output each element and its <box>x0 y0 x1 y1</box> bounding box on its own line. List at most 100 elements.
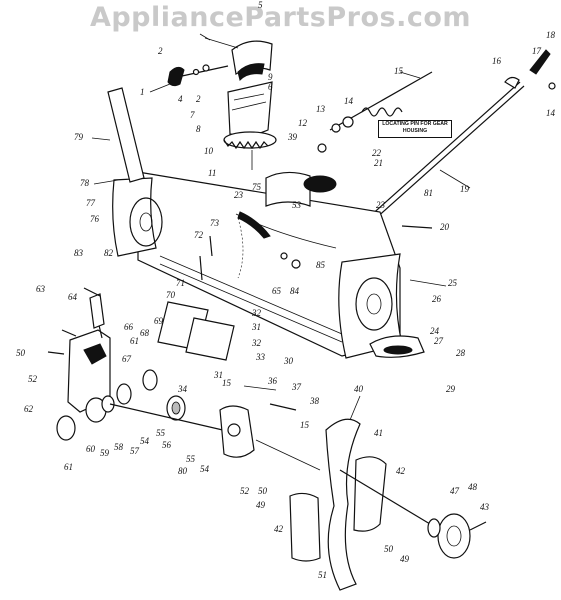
part-label: 55 <box>186 454 196 464</box>
part-label: 84 <box>290 286 300 296</box>
part-label: 76 <box>90 214 100 224</box>
part-label: 38 <box>309 396 320 406</box>
part-label: 2 <box>158 46 163 56</box>
part-label: 82 <box>104 248 114 258</box>
part-label: 39 <box>287 132 298 142</box>
part-label: 20 <box>440 222 450 232</box>
part-label: 15 <box>300 420 310 430</box>
part-label: 63 <box>36 284 46 294</box>
part-label: 67 <box>122 354 132 364</box>
part-label: 58 <box>114 442 124 452</box>
part-label: 85 <box>316 260 326 270</box>
part-label: 22 <box>372 148 382 158</box>
part-label: 53 <box>292 200 302 210</box>
gear-housing-left <box>67 293 111 413</box>
part-label: 14 <box>344 96 354 106</box>
part-label: 16 <box>492 56 502 66</box>
part-label: 17 <box>532 46 542 56</box>
part-label: 8 <box>196 124 201 134</box>
part-label: 71 <box>176 278 185 288</box>
part-label: 29 <box>446 384 456 394</box>
part-label: 64 <box>68 292 78 302</box>
part-label: 2 <box>196 94 201 104</box>
part-label: 34 <box>177 384 188 394</box>
part-label: 42 <box>396 466 406 476</box>
shave-plate <box>369 335 425 358</box>
part-label: 13 <box>316 104 326 114</box>
part-label: 25 <box>448 278 458 288</box>
part-label: 41 <box>374 428 383 438</box>
part-label: 5 <box>258 0 263 10</box>
part-label: 51 <box>318 570 327 580</box>
part-label: 24 <box>430 326 440 336</box>
part-label: 1 <box>140 87 145 97</box>
part-label: 10 <box>204 146 214 156</box>
handle-bracket <box>107 87 145 183</box>
auger-gearcase <box>219 405 321 471</box>
part-label: 60 <box>86 444 96 454</box>
part-label: 49 <box>256 500 266 510</box>
auger-housing <box>112 171 403 359</box>
part-label: 61 <box>130 336 139 346</box>
fasteners <box>47 225 433 411</box>
part-label: 7 <box>190 110 195 120</box>
chute-crank-rod <box>349 49 556 237</box>
part-label: 26 <box>432 294 442 304</box>
part-label: 42 <box>274 524 284 534</box>
discharge-chute <box>223 81 277 170</box>
part-label: 6 <box>268 82 273 92</box>
locating-pin-note: LOCATING PIN FOR GEAR HOUSING <box>378 120 452 138</box>
chute-deflector <box>199 33 273 81</box>
part-label: 50 <box>384 544 394 554</box>
part-label: 23 <box>376 200 386 210</box>
part-label: 36 <box>267 376 278 386</box>
part-label: 31 <box>213 370 223 380</box>
part-label: 40 <box>354 384 364 394</box>
part-label: 30 <box>283 356 294 366</box>
part-label: 12 <box>298 118 308 128</box>
part-label: 18 <box>546 30 556 40</box>
watermark-text: AppliancePartsPros.com <box>89 2 472 33</box>
part-label: 70 <box>166 290 176 300</box>
part-label: 83 <box>74 248 84 258</box>
worm-gear-shaft <box>317 71 433 153</box>
part-label: 54 <box>140 436 150 446</box>
part-label: 52 <box>240 486 250 496</box>
part-label: 19 <box>460 184 470 194</box>
part-label: 48 <box>468 482 478 492</box>
part-label: 69 <box>154 316 164 326</box>
part-label: 37 <box>291 382 302 392</box>
part-label: 11 <box>208 168 216 178</box>
part-label: 4 <box>178 94 183 104</box>
part-label: 50 <box>258 486 268 496</box>
part-label: 31 <box>251 322 261 332</box>
auger-shaft-bearings <box>56 369 241 441</box>
part-label: 73 <box>210 218 220 228</box>
part-label: 28 <box>456 348 466 358</box>
chute-crank-handle <box>167 64 229 87</box>
part-label: 43 <box>480 502 490 512</box>
part-label: 68 <box>140 328 150 338</box>
part-label: 55 <box>156 428 166 438</box>
part-label: 65 <box>272 286 282 296</box>
part-label: 62 <box>24 404 34 414</box>
part-label: 9 <box>268 72 273 82</box>
part-label: 79 <box>74 132 84 142</box>
part-label: 33 <box>255 352 266 362</box>
part-label: 21 <box>374 158 383 168</box>
part-label: 54 <box>200 464 210 474</box>
impeller-bracket <box>157 301 235 361</box>
part-label: 50 <box>16 348 26 358</box>
part-label: 32 <box>251 308 262 318</box>
leader-lines <box>91 71 471 421</box>
part-label: 56 <box>162 440 172 450</box>
part-label: 27 <box>434 336 444 346</box>
part-label: 15 <box>394 66 404 76</box>
part-label: 59 <box>100 448 110 458</box>
part-label: 32 <box>251 338 262 348</box>
part-label: 61 <box>64 462 73 472</box>
part-label: 23 <box>234 190 244 200</box>
part-label: 78 <box>80 178 90 188</box>
